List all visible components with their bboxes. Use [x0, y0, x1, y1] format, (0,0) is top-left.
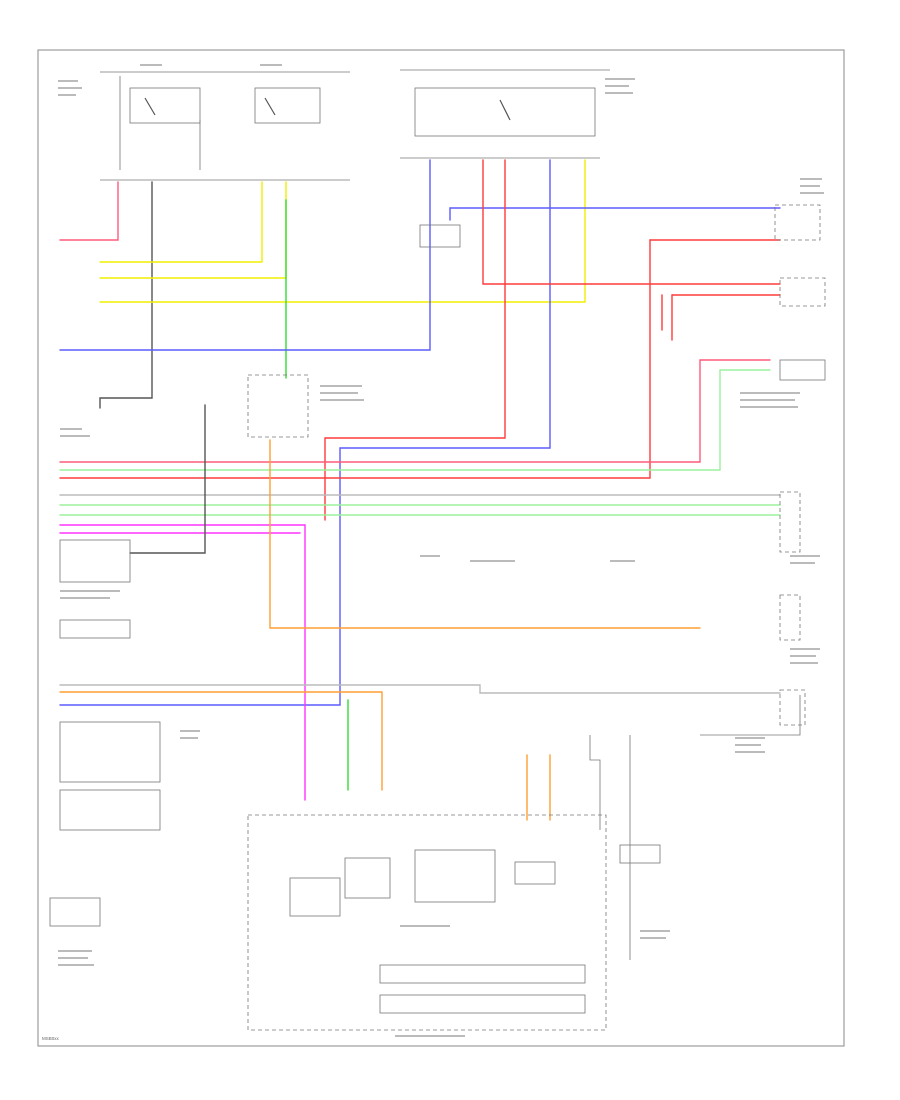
wire-pink-bus — [59, 359, 771, 463]
connector-left-b — [59, 721, 161, 783]
switch-right-mid — [779, 277, 826, 307]
connector-left-a — [59, 619, 131, 639]
wire-red-right-b — [59, 239, 651, 479]
wire-harness — [59, 159, 781, 821]
wire-blue-right — [59, 159, 551, 706]
ecu-left — [59, 539, 131, 583]
sensor-right — [779, 359, 826, 381]
wire-red-relay — [482, 159, 781, 285]
meter-indicator-block — [414, 849, 496, 903]
wire-pink-left — [59, 181, 119, 241]
wire-yellow-c — [99, 159, 586, 303]
diagram-frame — [37, 49, 845, 1047]
switch-box-right — [254, 87, 321, 124]
meter-gauge-left — [289, 877, 341, 917]
connector-left-d — [49, 897, 101, 927]
top-switch-section — [100, 69, 610, 181]
switch-right-top — [774, 204, 821, 241]
right-lower-sensor — [619, 844, 661, 864]
component-boxes — [49, 204, 826, 1031]
wire-gray-ecu — [129, 404, 206, 554]
connector-right-bus — [779, 491, 801, 553]
wire-gray-bus-d — [59, 684, 781, 694]
connector-left-c — [59, 789, 161, 831]
meter-module-center — [344, 857, 391, 899]
label-marks — [58, 64, 824, 1037]
combination-meter-outline — [247, 814, 607, 1031]
wire-magenta — [59, 524, 306, 801]
connector-right-mid — [779, 594, 801, 641]
relay-small — [419, 224, 461, 248]
footer-code: MSB0xx — [42, 1036, 60, 1041]
wire-orange — [59, 691, 383, 791]
meter-warning-light — [514, 861, 556, 885]
junction-block-center — [247, 374, 309, 438]
connector-right-low — [779, 689, 806, 726]
meter-bar-a — [379, 964, 586, 984]
wire-yellow-a — [99, 181, 263, 263]
meter-bar-b — [379, 994, 586, 1014]
wire-blue-top — [449, 207, 781, 221]
lower-right-lines — [589, 695, 801, 960]
relay-box-top — [414, 87, 596, 137]
wire-gray-main — [99, 181, 153, 409]
wire-yellow-b — [99, 181, 287, 279]
wire-orange-long — [269, 439, 701, 629]
wire-red-relay-b — [324, 159, 506, 521]
wire-blue-left — [59, 159, 431, 351]
wire-lightgreen-bus — [59, 369, 771, 471]
switch-box-left — [129, 87, 201, 124]
